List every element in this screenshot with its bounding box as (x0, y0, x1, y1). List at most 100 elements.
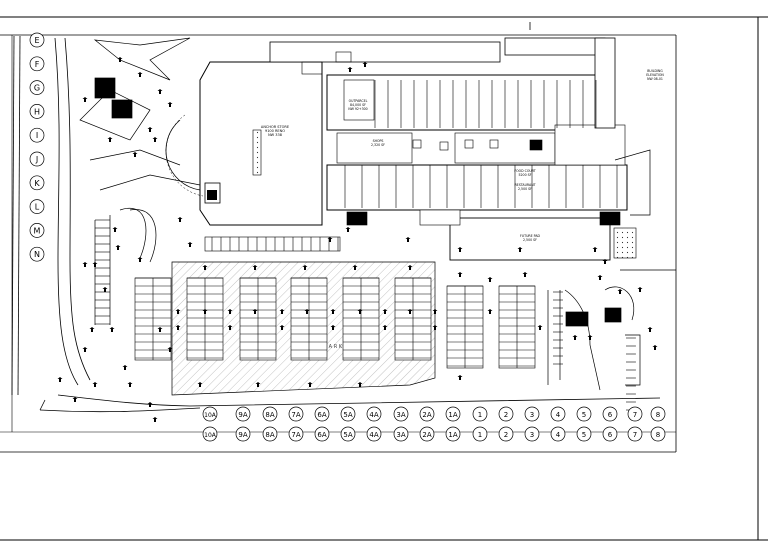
svg-text:4A: 4A (369, 411, 378, 419)
col-grid-bubble-9A-r1: 9A (235, 406, 251, 422)
col-grid-bubble-5A-r2: 5A (340, 426, 356, 442)
south-store-dividers (344, 165, 618, 208)
tree-symbol (647, 327, 653, 332)
svg-text:E: E (34, 36, 39, 45)
svg-text:G: G (34, 84, 40, 93)
tree-symbol (137, 72, 143, 77)
tree-symbol (157, 327, 163, 332)
svg-text:9A: 9A (238, 411, 247, 419)
svg-text:2: 2 (504, 411, 508, 419)
col-grid-bubble-6A-r2: 6A (314, 426, 330, 442)
col-grid-bubble-4A-r1: 4A (366, 406, 382, 422)
tree-symbol (122, 107, 128, 112)
tree-symbol (202, 265, 208, 270)
svg-text:6: 6 (608, 431, 613, 439)
svg-text:8: 8 (656, 411, 660, 419)
col-grid-bubble-1-r2: 1 (472, 426, 488, 442)
svg-text:5: 5 (582, 411, 586, 419)
tree-symbol (347, 67, 353, 72)
tree-symbol (92, 262, 98, 267)
parking-bay (553, 291, 563, 365)
col-grid-bubble-4-r1: 4 (550, 406, 566, 422)
tree-symbol (597, 275, 603, 280)
tree-symbol (147, 402, 153, 407)
svg-text:1: 1 (478, 411, 482, 419)
row-grid-bubble-J: J (29, 151, 45, 167)
parking-bay (134, 277, 172, 361)
parking-bay (394, 277, 432, 361)
col-grid-bubble-6A-r1: 6A (314, 406, 330, 422)
svg-text:8A: 8A (265, 411, 274, 419)
row-grid-bubble-L: L (29, 199, 45, 214)
col-grid-bubble-2A-r1: 2A (419, 406, 435, 422)
parking-bay (446, 285, 484, 369)
parking-bay (290, 277, 328, 361)
tree-symbol (362, 62, 368, 67)
tree-symbol (330, 325, 336, 330)
tree-symbol (382, 309, 388, 314)
col-grid-bubble-1A-r2: 1A (445, 426, 461, 442)
col-grid-bubble-3-r1: 3 (524, 406, 540, 422)
svg-text:1: 1 (478, 431, 482, 439)
tree-symbol (407, 265, 413, 270)
west-road (11, 35, 661, 413)
col-grid-bubble-5-r2: 5 (576, 426, 592, 442)
tree-symbol (279, 309, 285, 314)
svg-text:6A: 6A (317, 411, 326, 419)
svg-text:7: 7 (633, 431, 637, 439)
row-grid-bubble-H: H (29, 104, 45, 119)
mall-strip (269, 37, 637, 261)
svg-text:F: F (35, 60, 40, 69)
tree-symbol (202, 309, 208, 314)
tree-symbol (157, 89, 163, 94)
tree-symbol (167, 102, 173, 107)
tree-symbol (572, 335, 578, 340)
tree-symbol (487, 309, 493, 314)
tree-symbol (147, 127, 153, 132)
tree-symbol (127, 382, 133, 387)
parking-bay (626, 337, 636, 411)
svg-text:4: 4 (556, 431, 561, 439)
tree-symbol (177, 217, 183, 222)
tree-symbol (227, 309, 233, 314)
col-grid-bubble-8A-r2: 8A (262, 426, 278, 442)
tree-symbol (345, 227, 351, 232)
col-grid-bubble-3-r2: 3 (524, 426, 540, 442)
tree-symbol (57, 377, 63, 382)
col-grid-bubble-3A-r2: 3A (393, 426, 409, 442)
tree-symbol (652, 345, 658, 350)
tree-symbol (382, 325, 388, 330)
svg-text:K: K (34, 179, 40, 188)
tree-symbol (197, 382, 203, 387)
tree-symbol (302, 265, 308, 270)
svg-text:10A: 10A (204, 412, 217, 419)
tree-symbol (187, 242, 193, 247)
tree-symbol (89, 327, 95, 332)
anchor-front-parking (204, 236, 341, 252)
parking-bay (498, 285, 536, 369)
col-grid-bubble-6-r2: 6 (602, 426, 618, 442)
tree-symbol (637, 287, 643, 292)
col-grid-bubble-2A-r2: 2A (419, 426, 435, 442)
svg-text:J: J (35, 155, 38, 164)
tree-symbol (72, 397, 78, 402)
east-pads (547, 149, 676, 391)
svg-text:I: I (36, 131, 38, 140)
row-grid-bubble-K: K (29, 175, 45, 191)
col-grid-bubble-7-r2: 7 (627, 426, 643, 442)
tree-symbol (327, 237, 333, 242)
tree-symbol (457, 272, 463, 277)
parking-bay (239, 277, 277, 361)
svg-text:8: 8 (656, 431, 660, 439)
tree-symbol (227, 325, 233, 330)
svg-text:5: 5 (582, 431, 586, 439)
svg-text:3: 3 (530, 411, 534, 419)
tree-symbol (252, 265, 258, 270)
